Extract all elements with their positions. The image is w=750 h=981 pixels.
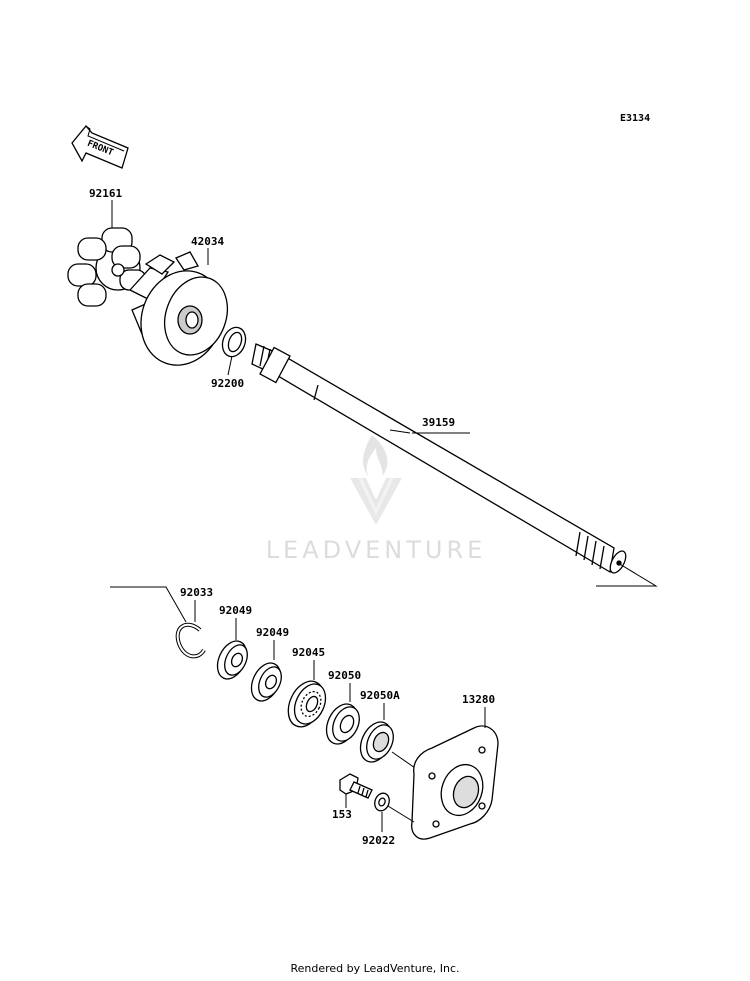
diagram-code: E3134 <box>620 113 650 124</box>
part-92045-bearing[interactable] <box>281 675 331 732</box>
leadventure-watermark: LEADVENTURE <box>266 435 487 564</box>
label-92049-a: 92049 <box>219 604 252 617</box>
label-42034: 42034 <box>191 235 224 248</box>
part-92049-seal-b[interactable] <box>246 658 286 705</box>
part-92050A-seal[interactable] <box>354 717 398 767</box>
part-13280-housing[interactable] <box>411 725 499 840</box>
part-92050-seal[interactable] <box>320 699 364 749</box>
label-92022: 92022 <box>362 834 395 847</box>
part-42034-coupler[interactable] <box>128 251 238 377</box>
part-39159-drive-shaft[interactable] <box>251 343 629 575</box>
label-153: 153 <box>332 808 352 821</box>
part-153-bolt[interactable] <box>339 773 373 799</box>
part-92033-circlip[interactable] <box>175 622 206 659</box>
part-92200-washer[interactable] <box>219 324 250 360</box>
label-92200: 92200 <box>211 377 244 390</box>
part-92161-damper[interactable] <box>67 227 147 307</box>
label-39159: 39159 <box>422 416 455 429</box>
label-92050A: 92050A <box>360 689 400 702</box>
label-92045: 92045 <box>292 646 325 659</box>
label-92033: 92033 <box>180 586 213 599</box>
front-arrow-icon: FRONT <box>71 124 129 169</box>
label-92050: 92050 <box>328 669 361 682</box>
footer-credit: Rendered by LeadVenture, Inc. <box>290 962 460 975</box>
part-92049-seal-a[interactable] <box>212 636 252 683</box>
label-92161: 92161 <box>89 187 122 200</box>
label-13280: 13280 <box>462 693 495 706</box>
label-92049-b: 92049 <box>256 626 289 639</box>
part-92022-washer[interactable] <box>372 791 391 813</box>
watermark-text: LEADVENTURE <box>266 536 487 564</box>
